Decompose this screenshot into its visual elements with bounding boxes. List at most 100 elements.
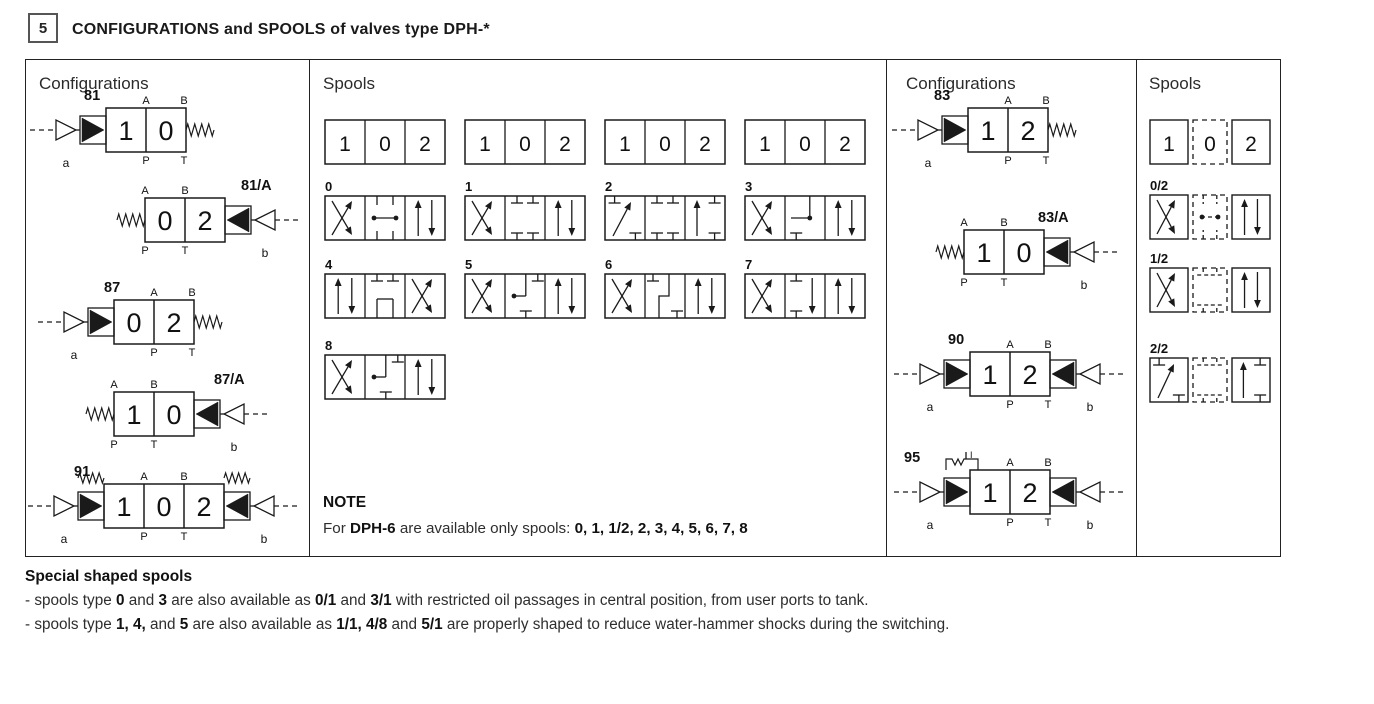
- panel-heading: Configurations: [39, 74, 149, 93]
- svg-text:2: 2: [839, 133, 851, 156]
- svg-text:5: 5: [465, 257, 472, 272]
- spool-position-box: 1 0 2: [1149, 119, 1271, 165]
- svg-text:A: A: [142, 95, 150, 107]
- svg-text:1: 1: [465, 179, 472, 194]
- svg-text:A: A: [1004, 95, 1012, 107]
- svg-text:87/A: 87/A: [214, 372, 245, 388]
- svg-text:T: T: [182, 245, 189, 257]
- svg-text:8: 8: [325, 338, 332, 353]
- svg-text:B: B: [181, 185, 188, 197]
- svg-text:2: 2: [559, 133, 571, 156]
- svg-text:1: 1: [982, 360, 997, 390]
- svg-text:0: 0: [519, 133, 531, 156]
- svg-text:T: T: [1045, 517, 1052, 529]
- panel-heading: Spools: [323, 74, 375, 93]
- spool-symbol-5: 5: [464, 257, 586, 319]
- spool-symbol-0: 0: [324, 179, 446, 241]
- svg-text:P: P: [1006, 399, 1013, 411]
- svg-text:b: b: [231, 440, 238, 454]
- svg-text:T: T: [1045, 399, 1052, 411]
- svg-text:1: 1: [619, 133, 631, 156]
- svg-text:T: T: [1043, 155, 1050, 167]
- spool-symbol-1/2: 1/2: [1149, 251, 1271, 313]
- svg-text:2: 2: [1245, 133, 1257, 156]
- note-title: NOTE: [323, 494, 367, 511]
- svg-text:2: 2: [419, 133, 431, 156]
- svg-text:A: A: [140, 471, 148, 483]
- spool-symbol-3: 3: [744, 179, 866, 241]
- svg-text:0: 0: [379, 133, 391, 156]
- svg-text:B: B: [180, 95, 187, 107]
- svg-text:P: P: [110, 439, 117, 451]
- svg-text:1: 1: [1163, 133, 1175, 156]
- svg-text:B: B: [1044, 339, 1051, 351]
- svg-text:B: B: [1042, 95, 1049, 107]
- svg-text:0: 0: [799, 133, 811, 156]
- svg-text:1/2: 1/2: [1150, 251, 1168, 266]
- svg-text:1: 1: [339, 133, 351, 156]
- svg-text:b: b: [1087, 400, 1094, 414]
- svg-text:a: a: [63, 156, 70, 170]
- spool-symbol-2/2: 2/2: [1149, 341, 1271, 403]
- svg-text:83/A: 83/A: [1038, 210, 1069, 226]
- svg-text:P: P: [140, 531, 147, 543]
- svg-text:a: a: [927, 518, 934, 532]
- svg-text:b: b: [1081, 278, 1088, 292]
- svg-text:T: T: [189, 347, 196, 359]
- footer-heading: Special shaped spools: [25, 568, 193, 585]
- svg-text:T: T: [181, 155, 188, 167]
- svg-text:81/A: 81/A: [241, 178, 272, 194]
- svg-text:0/2: 0/2: [1150, 178, 1168, 193]
- svg-text:1: 1: [759, 133, 771, 156]
- svg-text:A: A: [1006, 457, 1014, 469]
- svg-text:6: 6: [605, 257, 612, 272]
- svg-text:83: 83: [934, 88, 950, 104]
- svg-text:1: 1: [126, 400, 141, 430]
- page-title: CONFIGURATIONS and SPOOLS of valves type…: [72, 21, 490, 38]
- svg-text:A: A: [1006, 339, 1014, 351]
- svg-text:P: P: [142, 155, 149, 167]
- svg-text:3: 3: [745, 179, 752, 194]
- svg-text:90: 90: [948, 332, 964, 348]
- svg-text:0: 0: [156, 492, 171, 522]
- panel-divider-3: [1136, 60, 1138, 556]
- svg-text:2: 2: [166, 308, 181, 338]
- panel-heading: Configurations: [906, 74, 1016, 93]
- svg-text:1: 1: [118, 116, 133, 146]
- footer-line-2: - spools type 1, 4, and 5 are also avail…: [25, 616, 950, 633]
- svg-text:I: I: [970, 450, 973, 460]
- svg-text:b: b: [261, 532, 268, 546]
- svg-text:1: 1: [479, 133, 491, 156]
- svg-text:P: P: [141, 245, 148, 257]
- svg-text:a: a: [925, 156, 932, 170]
- svg-text:B: B: [1044, 457, 1051, 469]
- panel-divider-1: [309, 60, 311, 556]
- svg-text:1: 1: [982, 478, 997, 508]
- svg-text:2: 2: [699, 133, 711, 156]
- svg-text:2: 2: [1020, 116, 1035, 146]
- section-number-badge: 5: [28, 13, 58, 43]
- svg-text:0: 0: [1204, 133, 1216, 156]
- svg-text:1: 1: [980, 116, 995, 146]
- panel-divider-2: [886, 60, 888, 556]
- spool-symbol-1: 1: [464, 179, 586, 241]
- svg-text:0: 0: [126, 308, 141, 338]
- svg-text:a: a: [61, 532, 68, 546]
- svg-text:81: 81: [84, 88, 100, 104]
- spool-symbol-7: 7: [744, 257, 866, 319]
- svg-text:0: 0: [158, 116, 173, 146]
- svg-text:1: 1: [116, 492, 131, 522]
- spool-symbol-8: 8: [324, 338, 446, 400]
- svg-text:0: 0: [1016, 238, 1031, 268]
- panel-heading: Spools: [1149, 74, 1201, 93]
- spool-position-box: 1 0 2: [744, 119, 866, 165]
